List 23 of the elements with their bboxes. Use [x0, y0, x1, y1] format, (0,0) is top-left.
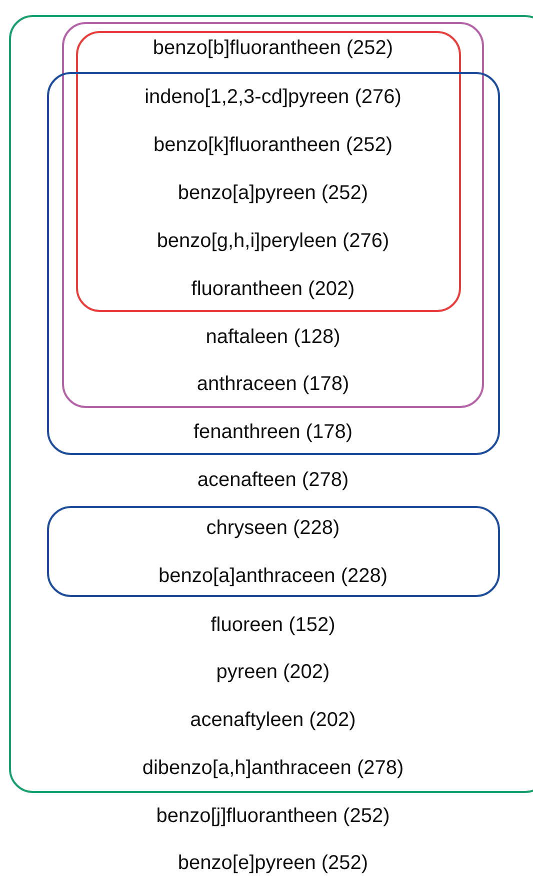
compound-name: dibenzo[a,h]anthraceen (278)	[142, 756, 404, 780]
compound-name: benzo[k]fluorantheen (252)	[153, 133, 393, 157]
set-outline	[9, 15, 533, 793]
compound-name: anthraceen (178)	[196, 372, 350, 396]
compound-name: acenaftyleen (202)	[190, 708, 356, 732]
compound-name: fluorantheen (202)	[191, 277, 355, 301]
set-outline	[76, 31, 461, 312]
compound-name: benzo[e]pyreen (252)	[178, 851, 368, 875]
set-outline	[46, 506, 500, 596]
set-outline	[62, 22, 484, 408]
compound-name: benzo[j]fluorantheen (252)	[156, 804, 390, 828]
compound-name: naftaleen (128)	[206, 325, 340, 349]
compound-name: benzo[a]pyreen (252)	[178, 181, 368, 205]
compound-name: pyreen (202)	[216, 660, 330, 684]
compound-name: benzo[a]anthraceen (228)	[158, 564, 388, 588]
compound-name: chryseen (228)	[206, 516, 340, 540]
set-outline	[46, 72, 500, 454]
compound-name: acenafteen (278)	[197, 468, 349, 492]
compound-name: benzo[g,h,i]peryleen (276)	[156, 229, 390, 253]
compound-name: indeno[1,2,3-cd]pyreen (276)	[144, 85, 402, 109]
compound-name: fenanthreen (178)	[194, 420, 352, 444]
compound-name: benzo[b]fluorantheen (252)	[152, 36, 394, 60]
compound-name: fluoreen (152)	[210, 613, 336, 637]
